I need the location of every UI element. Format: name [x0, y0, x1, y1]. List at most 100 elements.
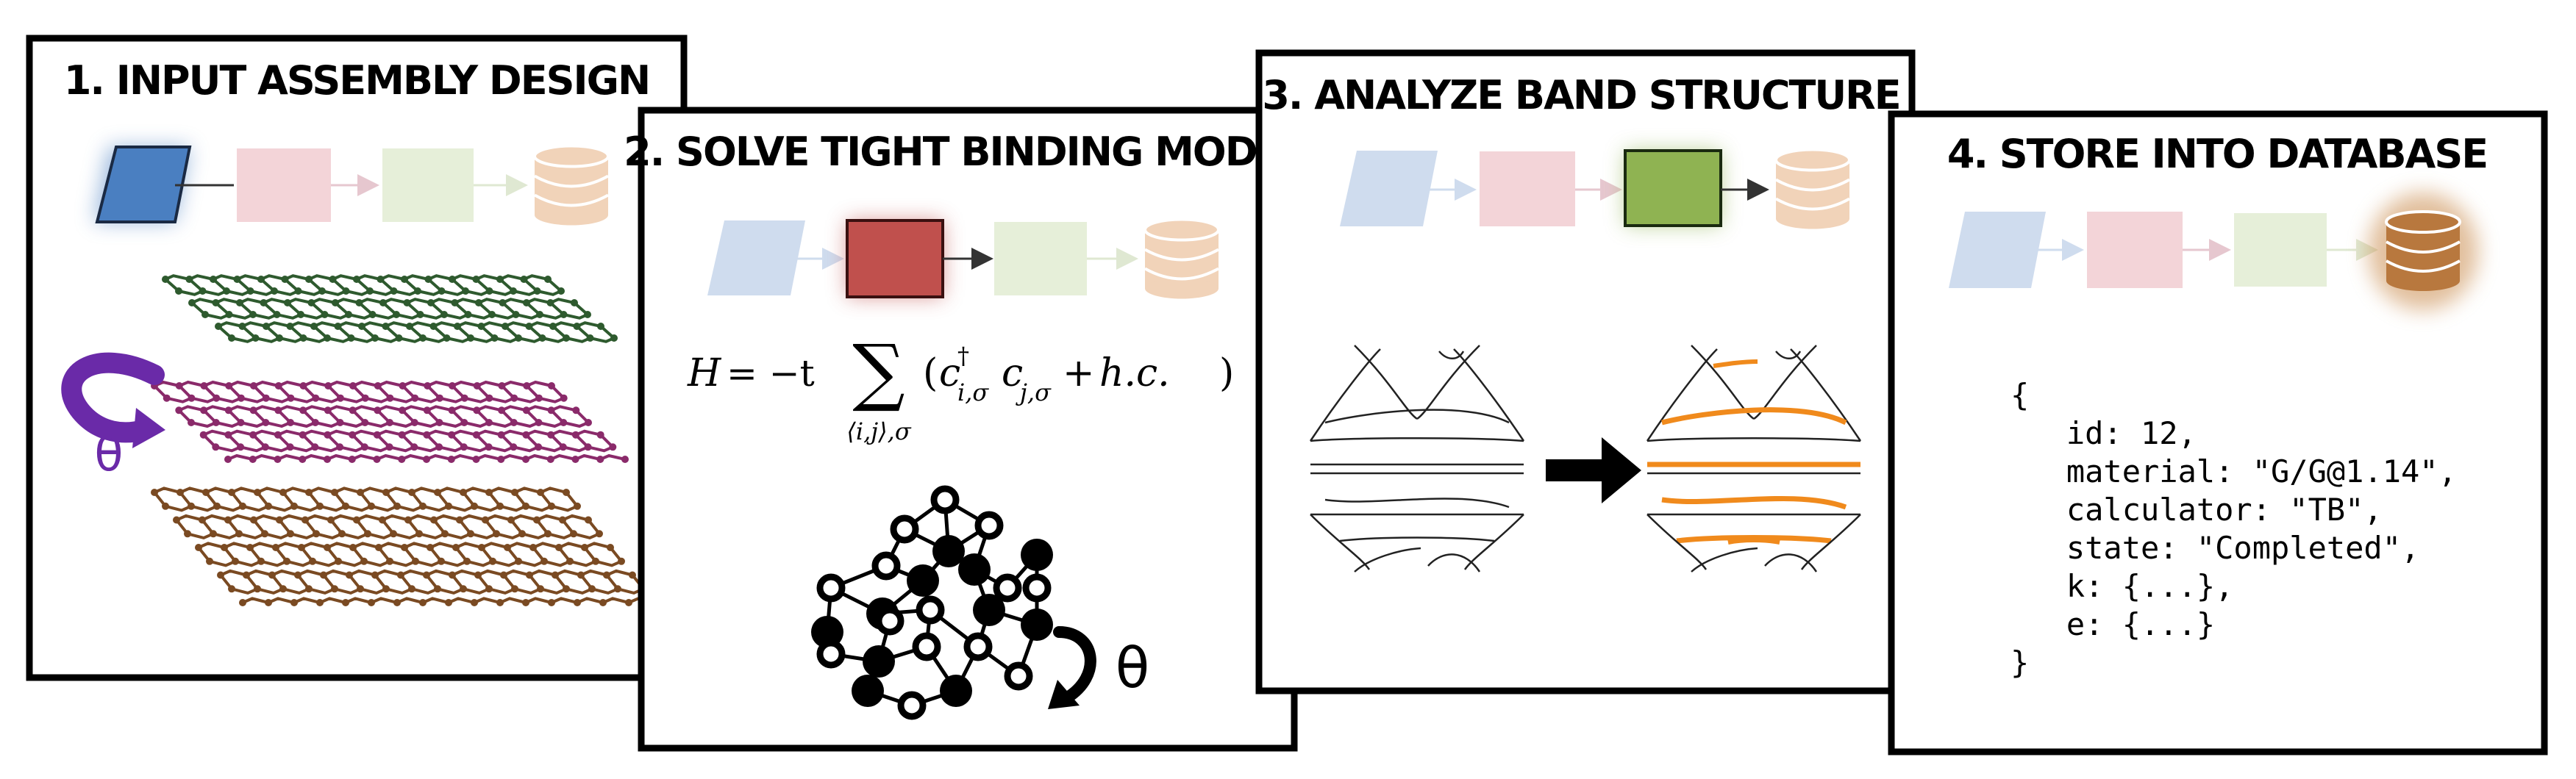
lattice-atom — [507, 516, 515, 524]
lattice-atom — [199, 516, 206, 524]
lattice-atom — [419, 334, 427, 342]
lattice-atom — [342, 287, 350, 295]
lattice-atom — [249, 431, 257, 439]
lattice-atom — [618, 557, 625, 565]
lattice-atom — [199, 431, 207, 439]
lattice-atom — [238, 323, 246, 330]
lattice-atom — [294, 287, 302, 295]
flat-band-highlight — [1676, 535, 1832, 544]
lattice-atom — [336, 419, 344, 426]
band-curve — [1309, 348, 1381, 442]
hamiltonian-equation: H = −t ∑ ⟨i,j⟩,σ ( c † i,σ c j,σ + h.c. … — [687, 329, 1234, 445]
lattice-atom — [249, 311, 257, 318]
lattice-atom — [320, 571, 327, 579]
lattice-atom — [357, 585, 364, 593]
lattice-atom — [599, 599, 607, 606]
lattice-atom — [438, 287, 446, 295]
graph-node-filled — [932, 535, 965, 567]
lattice-atom — [570, 530, 577, 538]
lattice-atom — [225, 382, 233, 390]
lattice-atom — [215, 323, 222, 330]
band-curve — [1339, 536, 1495, 542]
lattice-atom — [307, 299, 315, 306]
lattice-atom — [571, 299, 578, 306]
lattice-atom — [250, 516, 257, 524]
lattice-atom — [335, 557, 342, 565]
pipeline-step-solve-faded — [237, 148, 331, 222]
lattice-atom — [434, 489, 441, 496]
lattice-atom — [199, 287, 207, 295]
lattice-atom — [609, 443, 617, 451]
lattice-atom — [210, 530, 217, 538]
lattice-atom — [162, 502, 169, 510]
pipeline-step-input-faded — [707, 220, 805, 295]
lattice-atom — [544, 276, 552, 283]
band-curve — [1354, 345, 1418, 420]
lattice-atom — [224, 456, 232, 463]
database-record: { id: 12, material: "G/G@1.14", calculat… — [2011, 377, 2457, 681]
lattice-atom — [299, 334, 307, 342]
graph-node-open — [816, 639, 846, 669]
lattice-atom — [287, 419, 294, 426]
lattice-atom — [472, 456, 480, 463]
lattice-atom — [342, 599, 349, 606]
lattice-atom — [279, 489, 287, 496]
graph-node-filled — [973, 594, 1005, 626]
lattice-atom — [597, 323, 604, 330]
band-curve — [1438, 351, 1465, 359]
panel-analyze-band-structure: 3. ANALYZE BAND STRUCTURE — [1255, 49, 1916, 694]
record-line: id: 12, — [2011, 415, 2197, 451]
lattice-atom — [535, 394, 543, 402]
lattice-atom — [430, 516, 438, 524]
lattice-atom — [311, 419, 319, 426]
band-curve — [1354, 547, 1421, 572]
lattice-atom — [449, 382, 456, 390]
band-curve — [1646, 437, 1861, 442]
lattice-atom — [474, 571, 482, 579]
lattice-atom — [272, 544, 279, 551]
pipeline-step-input-faded — [1340, 151, 1438, 226]
lattice-atom — [331, 585, 338, 593]
lattice-atom — [173, 516, 180, 524]
lattice-atom — [286, 443, 294, 451]
equation-c2-subscript: j,σ — [1016, 378, 1052, 406]
lattice-atom — [316, 502, 324, 510]
lattice-atom — [398, 431, 406, 439]
lattice-atom — [274, 382, 282, 390]
lattice-atom — [625, 599, 632, 606]
lattice-atom — [237, 419, 245, 426]
lattice-atom — [374, 382, 382, 390]
lattice-atom — [390, 530, 397, 538]
lattice-atom — [327, 516, 335, 524]
equation-paren-close: ) — [1219, 351, 1234, 395]
lattice-atom — [251, 334, 260, 342]
pipeline-step-analyze-faded — [2234, 213, 2327, 287]
lattice-atom — [443, 334, 451, 342]
lattice-atom — [202, 489, 210, 496]
pipeline-step-solve-active — [846, 219, 944, 298]
equation-c1: c — [939, 351, 960, 395]
lattice-atom — [237, 443, 245, 451]
lattice-atom — [398, 456, 406, 463]
lattice-atom — [368, 599, 375, 606]
lattice-atom — [236, 299, 243, 306]
lattice-atom — [520, 276, 528, 283]
lattice-atom — [485, 394, 493, 402]
lattice-atom — [265, 502, 272, 510]
database-icon-active — [2368, 193, 2478, 310]
lattice-atom — [454, 323, 461, 330]
lattice-atom — [361, 419, 369, 426]
lattice-atom — [448, 431, 456, 439]
lattice-atom — [560, 311, 568, 318]
pipeline-step-analyze-active — [1624, 149, 1722, 227]
lattice-atom — [498, 406, 506, 414]
lattice-atom — [522, 456, 529, 463]
lattice-atom — [435, 394, 443, 402]
lattice-atom — [324, 382, 332, 390]
lattice-atom — [324, 431, 332, 439]
lattice-atom — [195, 544, 202, 551]
lattice-atom — [397, 571, 404, 579]
lattice-atom — [441, 530, 449, 538]
lattice-atom — [435, 419, 443, 426]
